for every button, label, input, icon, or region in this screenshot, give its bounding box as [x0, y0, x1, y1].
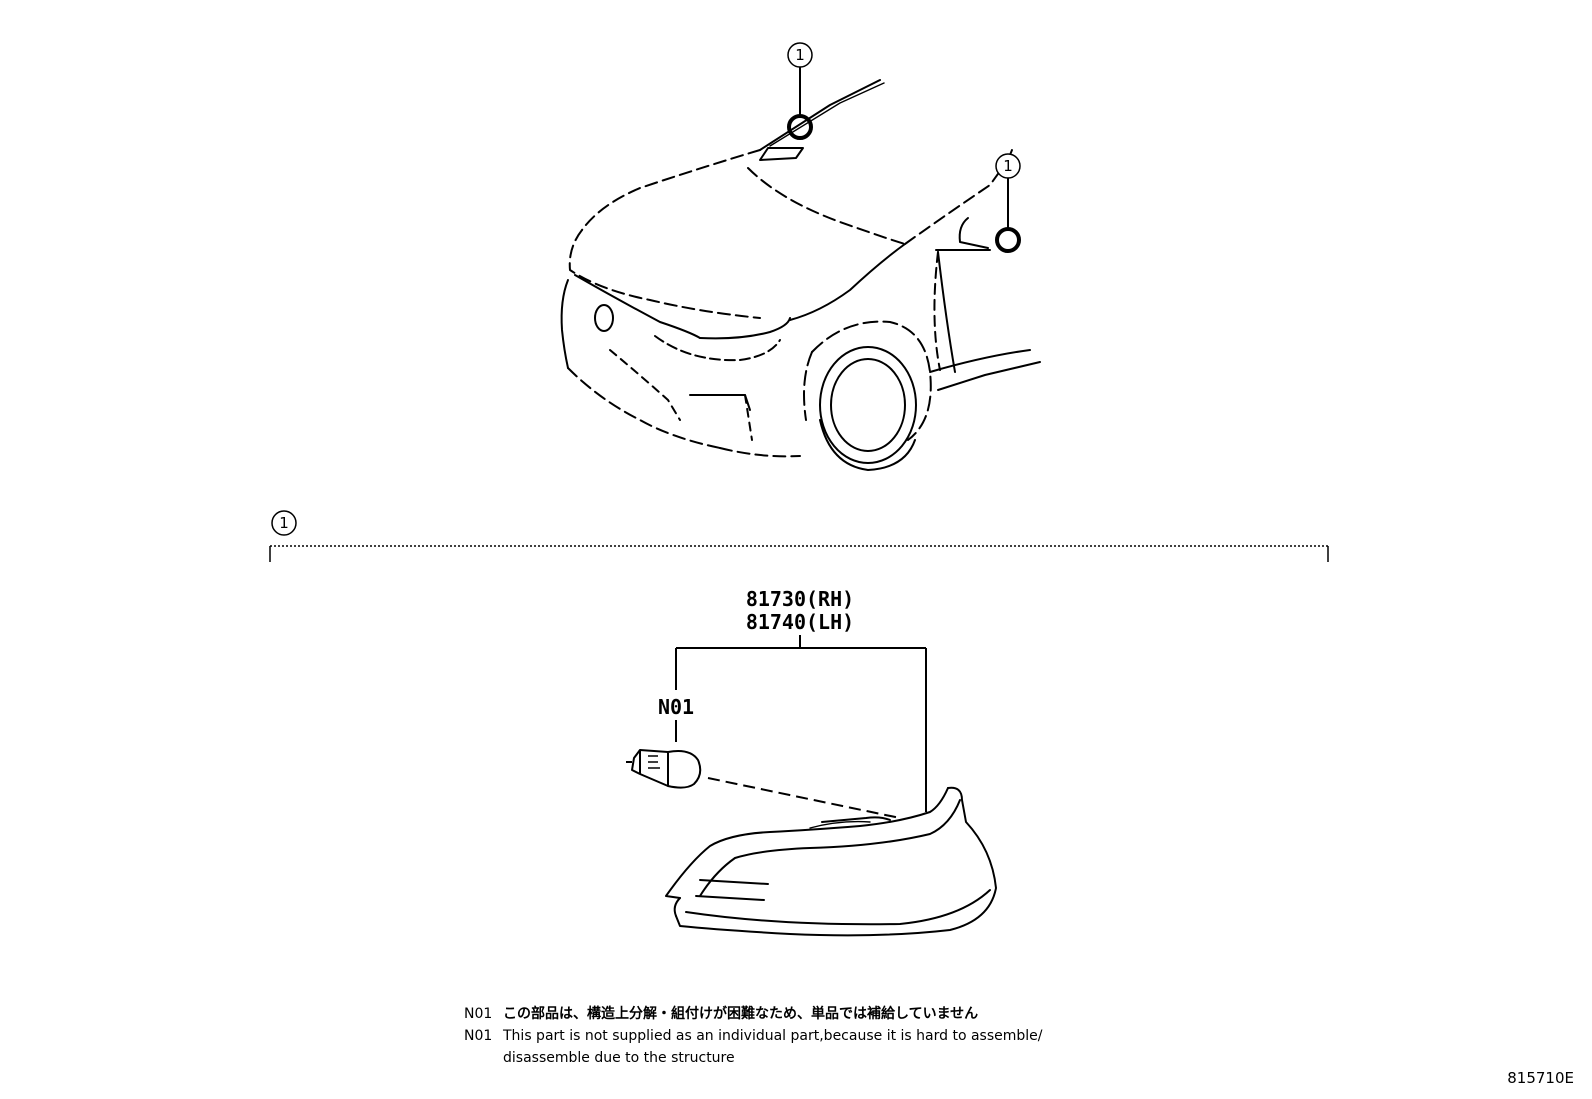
callout-number-top: 1 — [795, 46, 805, 64]
callout-number-section: 1 — [279, 514, 289, 532]
bulb-code-label: N01 — [658, 695, 694, 719]
drawing-id: 815710E — [1507, 1069, 1574, 1087]
part-number-lh: 81740(LH) — [746, 610, 854, 634]
note-text-en-line1: This part is not supplied as an individu… — [503, 1028, 1043, 1044]
leader-lines — [675, 635, 927, 812]
note-text-en-line2: disassemble due to the structure — [503, 1050, 735, 1066]
notes-block: N01 この部品は、構造上分解・組付けが困難なため、単品では補給していません N… — [464, 1003, 1164, 1069]
bulb-illustration — [626, 749, 702, 789]
callout-marker-mirror: 1 — [995, 153, 1021, 253]
callout-marker-hood: 1 — [787, 42, 813, 140]
car-front-illustration — [560, 79, 1041, 471]
install-guide-line — [707, 777, 901, 819]
note-code-en: N01 — [464, 1028, 493, 1044]
note-code-jp: N01 — [464, 1006, 493, 1022]
part-number-labels: 81730(RH) 81740(LH) — [746, 587, 854, 634]
note-text-jp: この部品は、構造上分解・組付けが困難なため、単品では補給していません — [503, 1006, 979, 1022]
lamp-assembly-illustration — [665, 786, 997, 937]
callout-number-side: 1 — [1003, 157, 1013, 175]
note-japanese: N01 この部品は、構造上分解・組付けが困難なため、単品では補給していません — [464, 1003, 1164, 1025]
part-number-rh: 81730(RH) — [746, 587, 854, 611]
section-bracket: 1 — [269, 510, 1329, 562]
note-english: N01 This part is not supplied as an indi… — [464, 1025, 1164, 1047]
